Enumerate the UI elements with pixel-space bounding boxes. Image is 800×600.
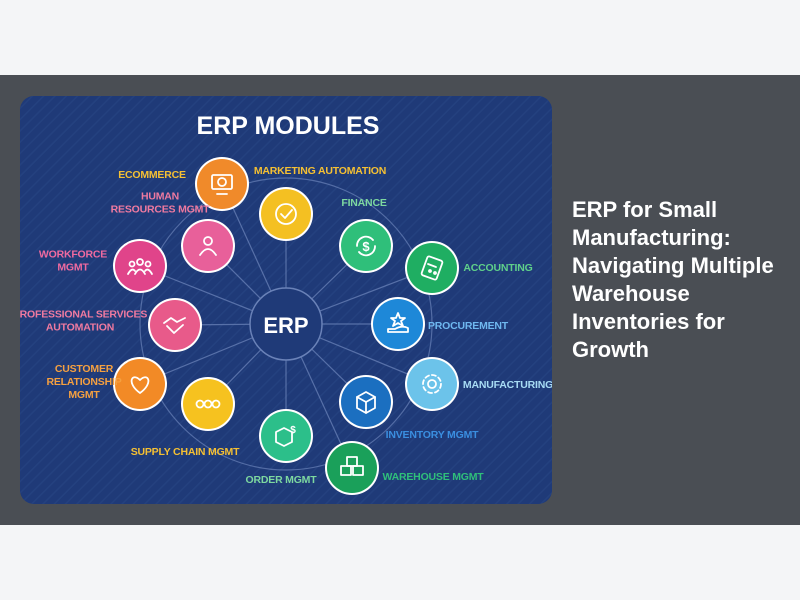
gear-icon — [422, 374, 442, 394]
module-label: FINANCE — [341, 197, 386, 209]
module-node-fill — [261, 411, 311, 461]
svg-text:$: $ — [362, 239, 370, 254]
module-node-fill — [115, 359, 165, 409]
module-label: INVENTORY MGMT — [386, 429, 479, 441]
module-node-fill — [183, 379, 233, 429]
module-node: ECOMMERCE — [118, 157, 249, 211]
heart-icon — [130, 376, 150, 394]
stacked-boxes-icon — [340, 456, 364, 476]
dollar-cycle-icon: $ — [356, 235, 376, 257]
center-hub — [249, 287, 323, 361]
module-node: MARKETING AUTOMATION — [254, 165, 386, 241]
module-node-fill — [407, 359, 457, 409]
module-label: ECOMMERCE — [118, 169, 186, 181]
module-node: $ FINANCE — [339, 197, 393, 273]
module-node: ACCOUNTING — [405, 241, 533, 295]
module-node: SUPPLY CHAIN MGMT — [131, 377, 240, 458]
erp-modules-image: ERP MODULES ERP ECOMMERCE MARKETING AUTOM… — [20, 96, 552, 504]
svg-text:$: $ — [290, 425, 296, 436]
module-node-fill — [183, 221, 233, 271]
module-node: MANUFACTURING — [405, 357, 552, 411]
module-label: WAREHOUSE MGMT — [382, 471, 484, 483]
module-node: PROCUREMENT — [371, 297, 509, 351]
module-label: ORDER MGMT — [246, 474, 318, 486]
module-node-fill — [115, 241, 165, 291]
hand-star-icon — [387, 312, 409, 333]
module-node-fill — [150, 300, 200, 350]
monitor-dollar-icon — [211, 174, 233, 195]
outer-ring — [139, 177, 433, 471]
module-node: WAREHOUSE MGMT — [325, 441, 485, 495]
calculator-icon — [420, 255, 444, 281]
diagram-title: ERP MODULES — [197, 112, 380, 140]
module-label: ACCOUNTING — [463, 262, 532, 274]
center-label: ERP — [263, 313, 308, 338]
person-icon — [199, 236, 217, 256]
package-dollar-icon: $ — [275, 425, 296, 447]
module-label: PROCUREMENT — [428, 320, 509, 332]
module-node-fill — [341, 221, 391, 271]
module-label: SUPPLY CHAIN MGMT — [131, 446, 240, 458]
article-title: ERP for Small Manufacturing: Navigating … — [572, 197, 774, 362]
erp-diagram: ERP MODULES ERP ECOMMERCE MARKETING AUTOM… — [20, 96, 552, 504]
handshake-icon — [163, 317, 186, 334]
module-label: MANUFACTURING — [463, 379, 552, 391]
module-node-fill — [327, 443, 377, 493]
badge-check-icon — [275, 203, 297, 225]
chain-icon — [195, 399, 221, 409]
box-icon — [356, 391, 376, 414]
module-node-fill — [197, 159, 247, 209]
people-icon — [127, 258, 153, 275]
module-nodes: ECOMMERCE MARKETING AUTOMATION $ FINANCE ACC… — [20, 157, 552, 495]
module-node-fill — [407, 243, 457, 293]
module-label: MARKETING AUTOMATION — [254, 165, 386, 177]
module-node: INVENTORY MGMT — [339, 375, 479, 441]
module-node-fill — [261, 189, 311, 239]
module-node: $ ORDER MGMT — [246, 409, 318, 486]
